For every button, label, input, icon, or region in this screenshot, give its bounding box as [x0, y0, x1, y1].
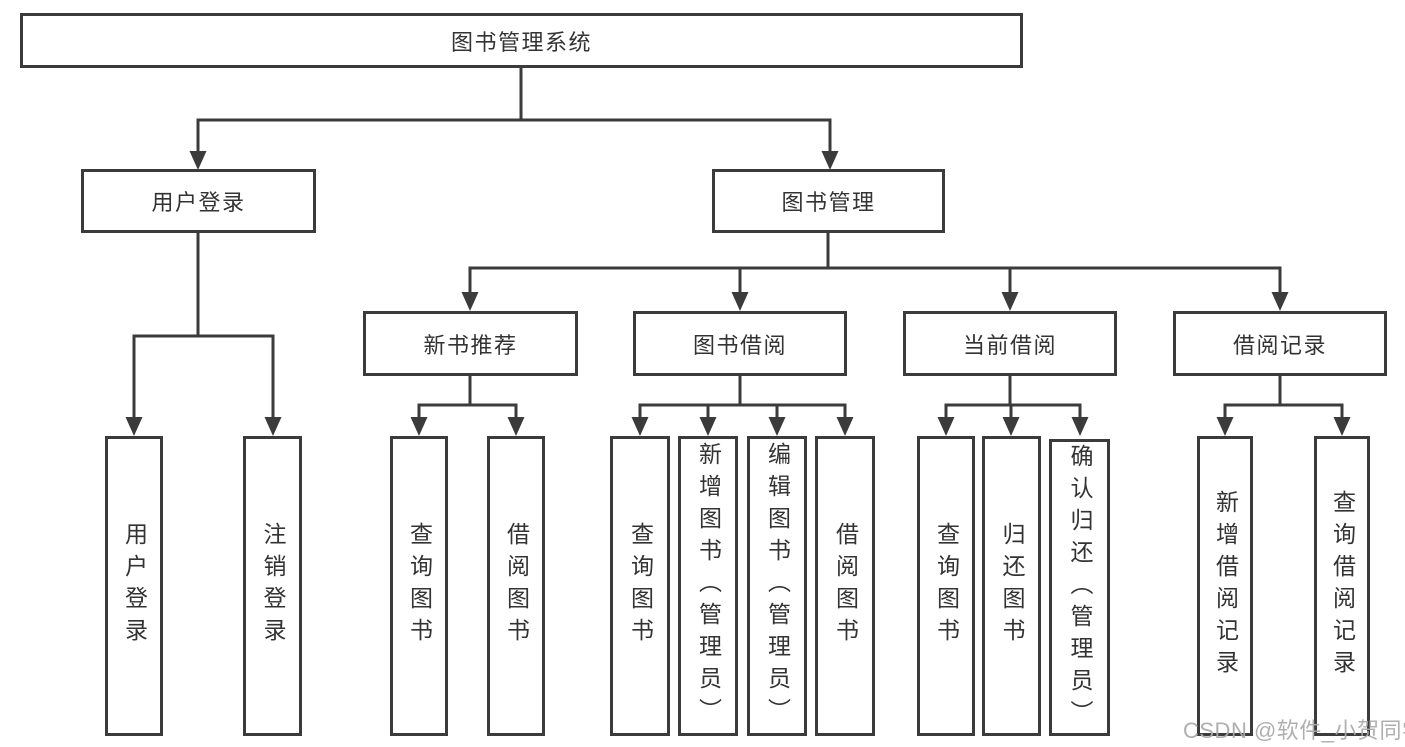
node-leaf-cb-query-books: 查询图书 — [917, 436, 975, 736]
node-book-management: 图书管理 — [712, 169, 945, 233]
node-leaf-bb-borrow-books: 借阅图书 — [815, 436, 875, 736]
node-user-login-label: 用户登录 — [151, 190, 246, 215]
node-leaf-user-login-label: 用户登录 — [121, 522, 148, 650]
node-leaf-bb-edit-books-admin-label: 编辑图书（管理员） — [764, 442, 791, 730]
node-new-book-recommend: 新书推荐 — [363, 311, 578, 376]
watermark: CSDN @软件_小贺同学 — [1183, 718, 1405, 743]
node-leaf-nbr-query-books-label: 查询图书 — [406, 522, 433, 650]
node-borrow-records-label: 借阅记录 — [1232, 332, 1327, 358]
edge-book-borrow-split — [631, 375, 854, 436]
node-root-system: 图书管理系统 — [20, 13, 1023, 68]
edge-borrow-records-split — [1216, 375, 1351, 436]
node-leaf-br-add-record: 新增借阅记录 — [1197, 436, 1253, 736]
node-book-borrow: 图书借阅 — [633, 311, 847, 376]
node-leaf-br-query-record: 查询借阅记录 — [1314, 436, 1370, 736]
node-leaf-bb-edit-books-admin: 编辑图书（管理员） — [747, 436, 807, 736]
node-leaf-cb-query-books-label: 查询图书 — [933, 522, 960, 650]
node-leaf-br-add-record-label: 新增借阅记录 — [1212, 490, 1239, 682]
node-leaf-logout: 注销登录 — [243, 436, 302, 736]
node-leaf-bb-borrow-books-label: 借阅图书 — [832, 522, 859, 650]
node-leaf-cb-confirm-return-admin: 确认归还（管理员） — [1049, 439, 1110, 736]
node-new-book-recommend-label: 新书推荐 — [423, 332, 518, 358]
node-user-login: 用户登录 — [81, 169, 316, 233]
node-leaf-cb-return-books-label: 归还图书 — [999, 522, 1025, 650]
node-leaf-bb-add-books-admin-label: 新增图书（管理员） — [695, 442, 722, 730]
edge-new-book-recommend-split — [410, 375, 525, 436]
edge-root-split — [189, 68, 839, 170]
node-book-borrow-label: 图书借阅 — [692, 332, 787, 358]
node-leaf-user-login: 用户登录 — [105, 436, 163, 736]
node-current-borrow: 当前借阅 — [903, 311, 1117, 376]
node-book-management-label: 图书管理 — [781, 190, 876, 215]
node-leaf-logout-label: 注销登录 — [260, 522, 286, 650]
node-leaf-cb-confirm-return-admin-label: 确认归还（管理员） — [1067, 443, 1093, 732]
node-leaf-bb-query-books-label: 查询图书 — [627, 522, 654, 650]
node-borrow-records: 借阅记录 — [1173, 311, 1387, 376]
node-root-label: 图书管理系统 — [450, 29, 592, 55]
node-leaf-nbr-borrow-books: 借阅图书 — [487, 436, 545, 736]
node-leaf-br-query-record-label: 查询借阅记录 — [1329, 490, 1356, 682]
node-leaf-bb-add-books-admin: 新增图书（管理员） — [678, 436, 738, 736]
node-leaf-nbr-query-books: 查询图书 — [390, 436, 448, 736]
node-current-borrow-label: 当前借阅 — [962, 332, 1057, 358]
node-leaf-nbr-borrow-books-label: 借阅图书 — [503, 522, 530, 650]
edge-current-borrow-split — [937, 375, 1089, 436]
edge-book-management-split — [461, 232, 1289, 311]
edge-user-login-split — [125, 232, 282, 436]
node-leaf-bb-query-books: 查询图书 — [610, 436, 670, 736]
node-leaf-cb-return-books: 归还图书 — [982, 436, 1041, 736]
